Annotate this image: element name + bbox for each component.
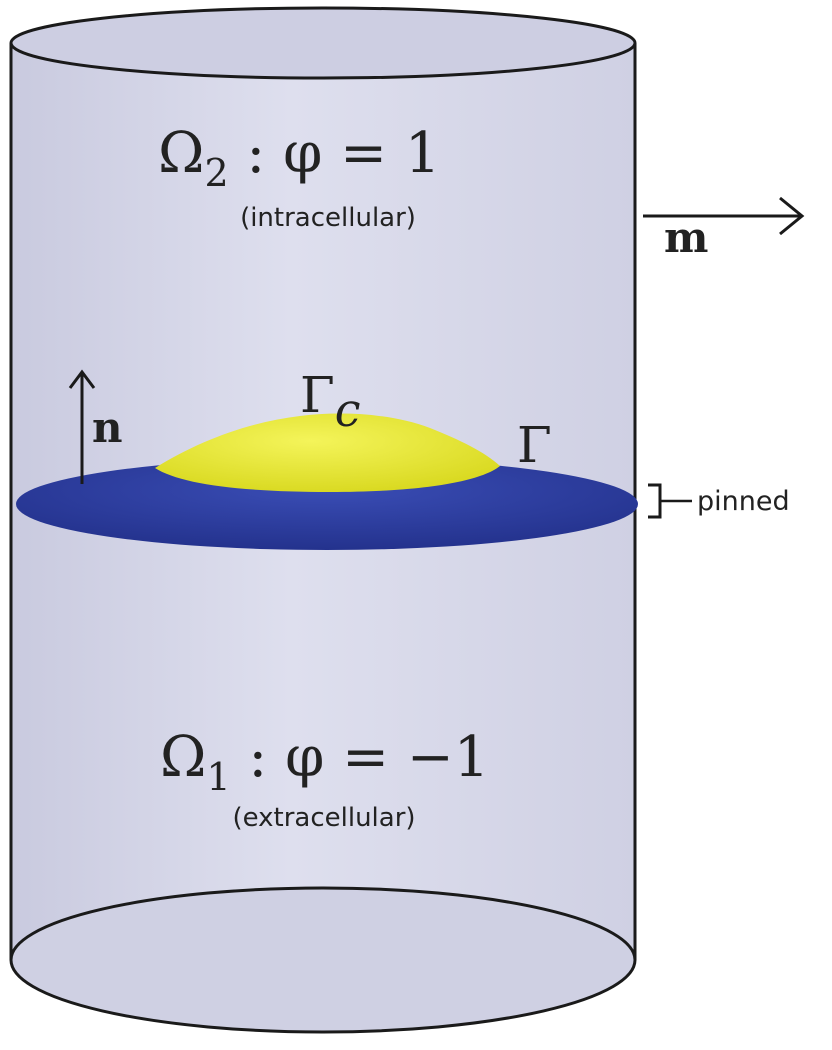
contact-region-label: Γc bbox=[300, 366, 360, 437]
upper-equation: : φ = 1 bbox=[229, 121, 441, 186]
cylinder-bottom-rim bbox=[9, 886, 637, 1034]
upper-domain-label: Ω2 : φ = 1 bbox=[158, 121, 440, 195]
flow-vector-label: m bbox=[664, 213, 708, 262]
lower-omega-symbol: Ω bbox=[160, 725, 206, 790]
flow-arrow-icon bbox=[643, 196, 805, 236]
contact-dome bbox=[155, 413, 500, 492]
lower-domain-description: (extracellular) bbox=[232, 803, 415, 833]
membrane-disk bbox=[16, 458, 638, 550]
upper-omega-subscript: 2 bbox=[204, 151, 228, 195]
contact-gamma-subscript: c bbox=[335, 383, 361, 437]
pinned-bracket-icon bbox=[648, 483, 692, 519]
upper-omega-symbol: Ω bbox=[158, 121, 204, 186]
boundary-label: Γ bbox=[517, 416, 552, 474]
pinned-label: pinned bbox=[697, 486, 790, 517]
cylinder-top-rim bbox=[9, 6, 637, 80]
normal-vector-label: n bbox=[92, 403, 123, 452]
contact-gamma-symbol: Γ bbox=[300, 366, 335, 424]
upper-domain-description: (intracellular) bbox=[240, 203, 416, 233]
lower-domain-label: Ω1 : φ = −1 bbox=[160, 725, 489, 799]
lower-omega-subscript: 1 bbox=[206, 755, 230, 799]
normal-arrow-icon bbox=[68, 369, 96, 484]
lower-equation: : φ = −1 bbox=[231, 725, 490, 790]
